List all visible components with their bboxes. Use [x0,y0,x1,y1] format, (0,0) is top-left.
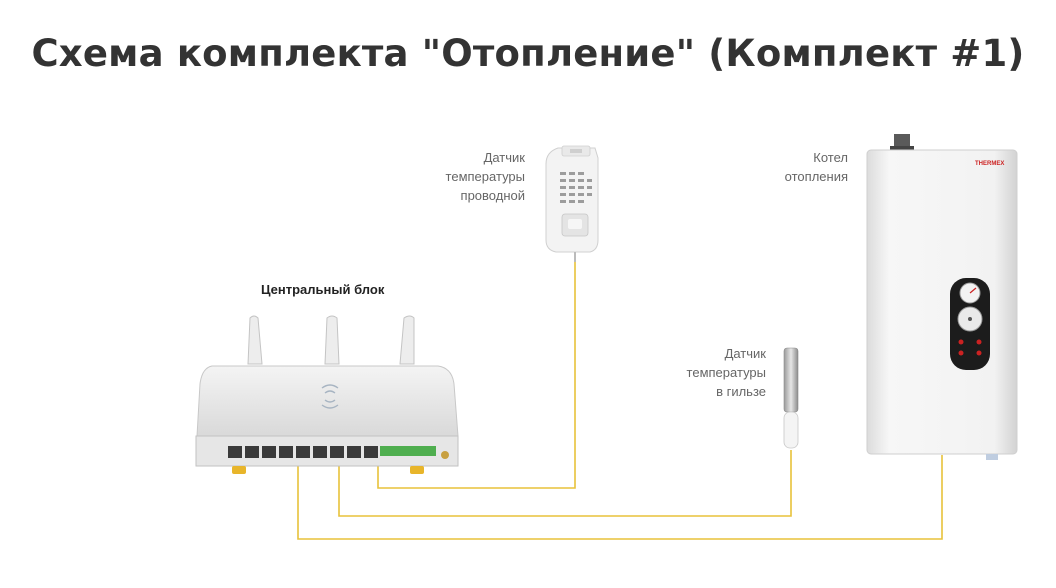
boiler-label: Котел отопления [760,148,848,186]
wired-sensor-device [545,145,599,262]
central-unit-label: Центральный блок [261,282,385,297]
diagram-title: Схема комплекта "Отопление" (Комплект #1… [31,32,1025,75]
wire-wired-sensor [377,262,576,489]
boiler-device: THERMEX [866,134,1018,460]
wire-boiler [297,455,943,540]
wires [297,262,943,540]
boiler-label-line-1: Котел [813,150,848,165]
wired-sensor-label-line-1: Датчик [483,150,525,165]
boiler-brand-text: THERMEX [975,161,1004,167]
sleeve-sensor-label-line-3: в гильзе [716,384,766,399]
sleeve-sensor-label-line-1: Датчик [724,346,766,361]
wired-sensor-label-line-2: температуры [445,169,525,184]
central-unit-device [195,315,459,474]
wired-sensor-label: Датчик температуры проводной [410,148,525,205]
sleeve-sensor-label: Датчик температуры в гильзе [650,344,766,401]
boiler-label-line-2: отопления [784,169,848,184]
sleeve-sensor-label-line-2: температуры [686,365,766,380]
wire-sleeve-sensor [338,450,792,517]
wired-sensor-label-line-3: проводной [460,188,525,203]
sleeve-sensor-device [783,347,799,449]
